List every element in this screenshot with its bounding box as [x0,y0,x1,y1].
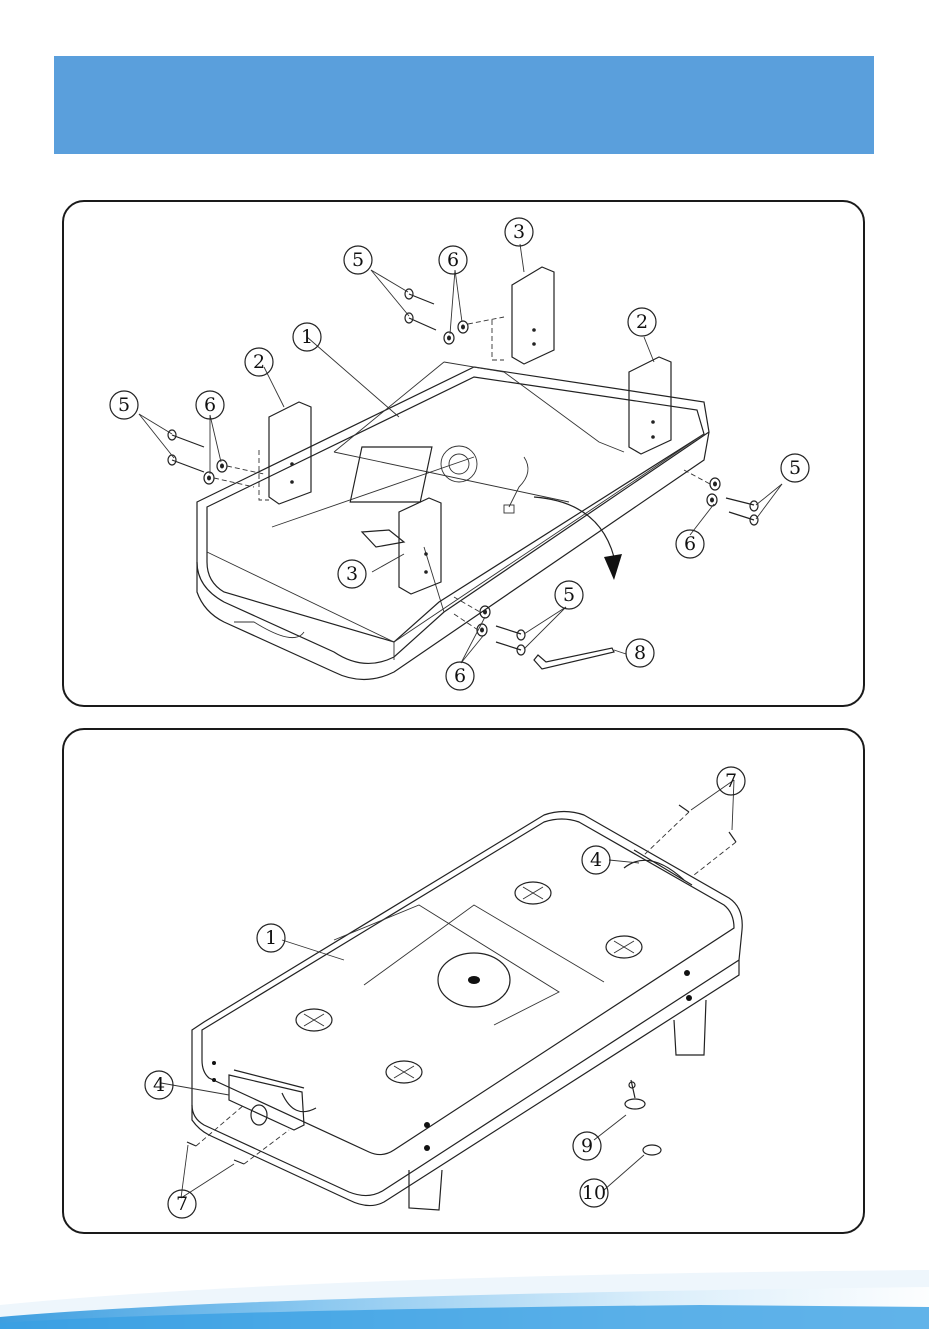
frame-assembly-illustration: 1 2 2 3 3 5 5 5 5 6 6 6 6 8 [64,202,865,707]
callout-marker: 6 [446,662,474,690]
table-frame-drawing [197,362,709,680]
callout-marker: 2 [245,348,273,376]
callout-marker: 8 [626,639,654,667]
svg-text:6: 6 [684,533,696,555]
callout-marker: 10 [580,1179,608,1207]
assembly-step-frame-panel: 1 2 2 3 3 5 5 5 5 6 6 6 6 8 [62,200,865,707]
svg-text:8: 8 [634,642,646,664]
callout-marker: 5 [781,454,809,482]
header-banner [54,56,874,154]
callout-marker: 6 [676,530,704,558]
callout-marker: 3 [338,560,366,588]
svg-text:5: 5 [789,457,801,479]
air-hockey-table-drawing [187,805,742,1210]
assembly-step-table-panel: 1 4 4 7 7 9 10 [62,728,865,1234]
callout-marker: 5 [555,581,583,609]
callout-marker: 2 [628,308,656,336]
callout-marker: 4 [145,1071,173,1099]
svg-text:7: 7 [176,1193,188,1215]
leg-supports [259,267,671,594]
svg-text:6: 6 [204,394,216,416]
svg-text:7: 7 [725,770,737,792]
callout-marker: 1 [293,323,321,351]
callout-marker: 5 [344,246,372,274]
callout-marker: 7 [717,767,745,795]
svg-text:3: 3 [513,221,525,243]
svg-text:10: 10 [582,1182,606,1204]
callout-marker: 6 [439,246,467,274]
callout-marker: 5 [110,391,138,419]
callout-marker: 1 [257,924,285,952]
callout-marker: 9 [573,1132,601,1160]
svg-text:6: 6 [447,249,459,271]
callout-marker: 7 [168,1190,196,1218]
svg-text:6: 6 [454,665,466,687]
svg-text:4: 4 [590,849,602,871]
callout-marker: 4 [582,846,610,874]
svg-text:9: 9 [581,1135,593,1157]
svg-text:2: 2 [636,311,648,333]
callout-leaders [161,780,734,1198]
table-top-illustration: 1 4 4 7 7 9 10 [64,730,865,1234]
svg-text:5: 5 [563,584,575,606]
footer-wave-decoration [0,1265,929,1329]
svg-text:4: 4 [153,1074,165,1096]
svg-text:1: 1 [301,326,313,348]
callout-marker: 3 [505,218,533,246]
callout-marker: 6 [196,391,224,419]
svg-text:5: 5 [352,249,364,271]
svg-text:5: 5 [118,394,130,416]
svg-text:1: 1 [265,927,277,949]
svg-text:3: 3 [346,563,358,585]
svg-text:2: 2 [253,351,265,373]
